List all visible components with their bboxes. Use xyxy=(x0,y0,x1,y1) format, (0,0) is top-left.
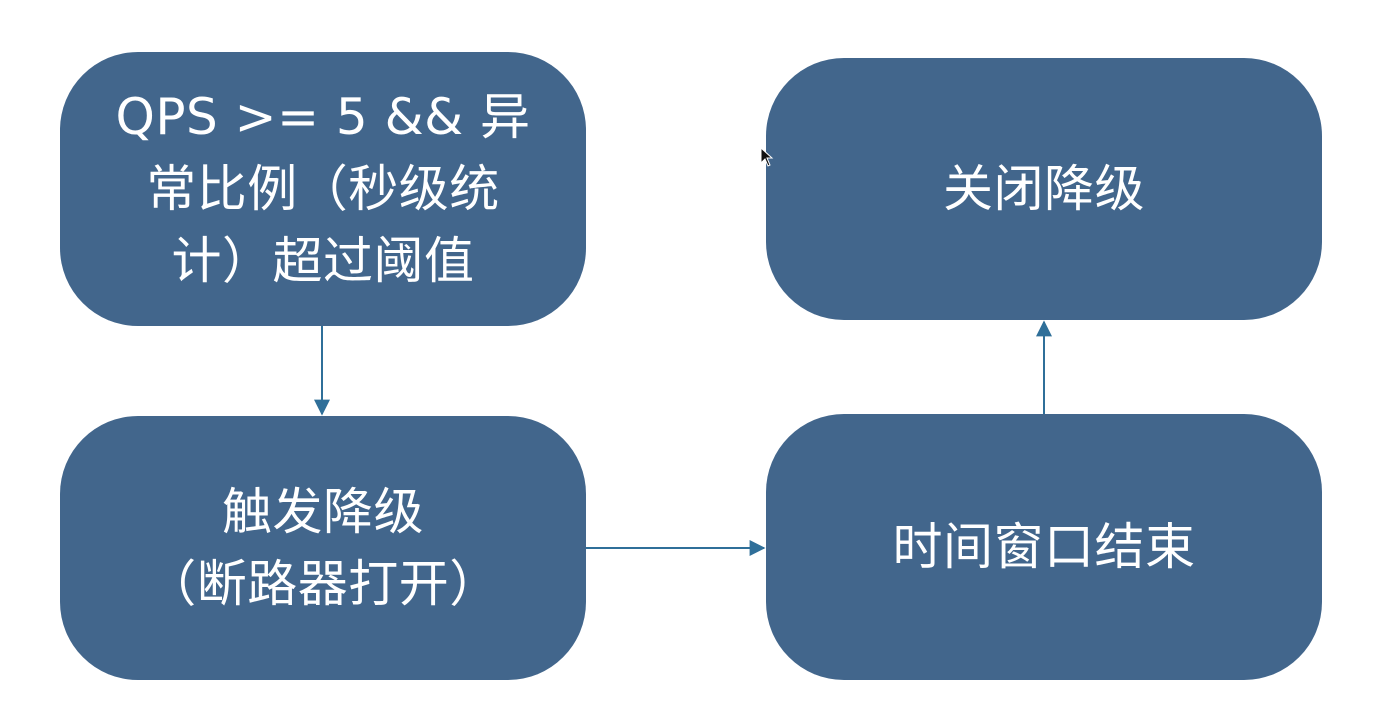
node-trigger-degrade: 触发降级 （断路器打开） xyxy=(60,416,586,680)
node-threshold: QPS >= 5 && 异 常比例（秒级统 计）超过阈值 xyxy=(60,52,586,326)
node-close-degrade: 关闭降级 xyxy=(766,58,1322,320)
node-close-degrade-label: 关闭降级 xyxy=(943,160,1145,218)
node-time-window-end-label: 时间窗口结束 xyxy=(892,518,1196,576)
node-time-window-end: 时间窗口结束 xyxy=(766,414,1322,680)
mouse-pointer-icon xyxy=(760,147,774,167)
node-trigger-degrade-label: 触发降级 （断路器打开） xyxy=(146,483,500,613)
node-threshold-label: QPS >= 5 && 异 常比例（秒级统 计）超过阈值 xyxy=(115,88,531,290)
